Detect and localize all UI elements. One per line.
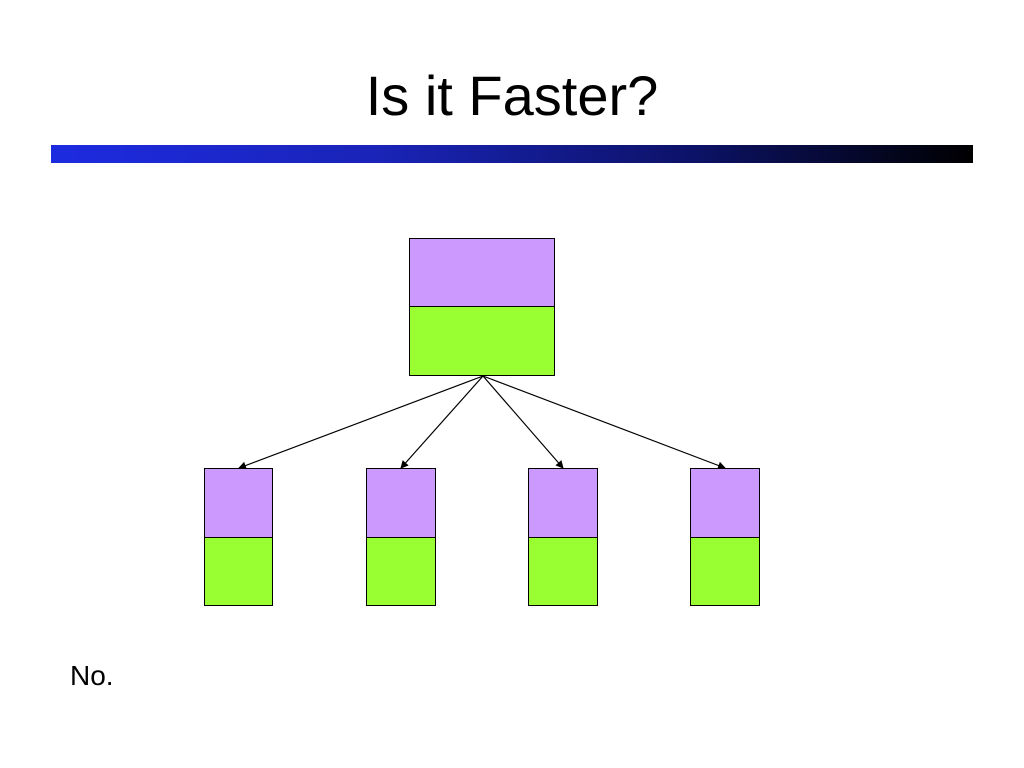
arrow-to-child-4 <box>482 375 726 470</box>
child-node-1-upper <box>204 468 273 538</box>
root-node <box>409 238 555 376</box>
child-node-3 <box>528 468 598 606</box>
title-underline-bar <box>51 145 973 163</box>
child-node-4-upper <box>690 468 760 538</box>
arrows <box>238 375 726 470</box>
answer-text: No. <box>70 660 114 691</box>
child-node-4 <box>690 468 760 606</box>
child-node-1 <box>204 468 273 606</box>
child-node-3-lower <box>528 537 598 606</box>
child-node-4-lower <box>690 537 760 606</box>
arrow-to-child-3 <box>482 375 564 469</box>
root-node-lower <box>409 306 555 376</box>
root-node-upper <box>409 238 555 307</box>
arrow-to-child-2 <box>400 375 484 469</box>
child-node-2 <box>366 468 436 606</box>
arrow-to-child-1 <box>238 375 484 470</box>
child-node-3-upper <box>528 468 598 538</box>
slide-title: Is it Faster? <box>365 64 659 127</box>
child-node-1-lower <box>204 537 273 606</box>
child-node-2-lower <box>366 537 436 606</box>
child-node-2-upper <box>366 468 436 538</box>
